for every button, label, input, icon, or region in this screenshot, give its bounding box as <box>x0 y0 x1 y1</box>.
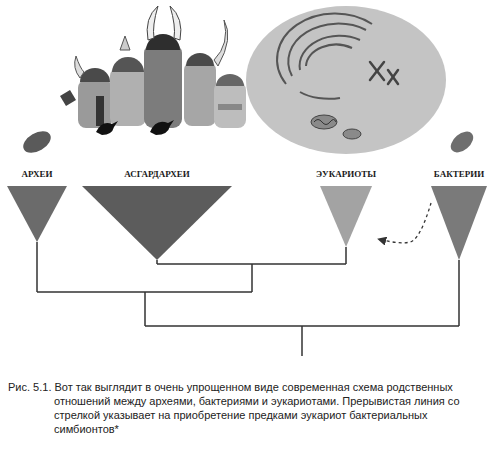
eukaryote-cell <box>246 6 446 154</box>
group-label: АСГАРДАРХЕИ <box>82 168 232 180</box>
symbiosis-arrow <box>378 203 431 243</box>
clade-triangle-shape <box>82 186 232 260</box>
clade-triangle <box>431 186 487 260</box>
group-label: ЭУКАРИОТЫ <box>314 168 378 180</box>
asgard-vikings <box>60 6 246 135</box>
clade-triangle <box>314 186 378 247</box>
clade-triangle <box>82 186 232 260</box>
clade-triangle-shape <box>320 186 372 247</box>
clade-triangle-shape <box>7 186 67 242</box>
figure-caption: Рис. 5.1. Вот так выглядит в очень упрощ… <box>8 380 488 436</box>
bacteria-group: БАКТЕРИИ <box>431 168 487 260</box>
tree-lines <box>37 242 459 356</box>
bacteria-cell <box>447 128 477 157</box>
group-label: БАКТЕРИИ <box>431 168 487 180</box>
clade-triangle <box>7 186 67 242</box>
clade-triangle-shape <box>431 186 487 260</box>
eukaryote-group: ЭУКАРИОТЫ <box>314 168 378 247</box>
group-label: АРХЕИ <box>7 168 67 180</box>
asgard-group: АСГАРДАРХЕИ <box>82 168 232 260</box>
archaea-cell <box>20 127 55 158</box>
archaea-group: АРХЕИ <box>7 168 67 242</box>
